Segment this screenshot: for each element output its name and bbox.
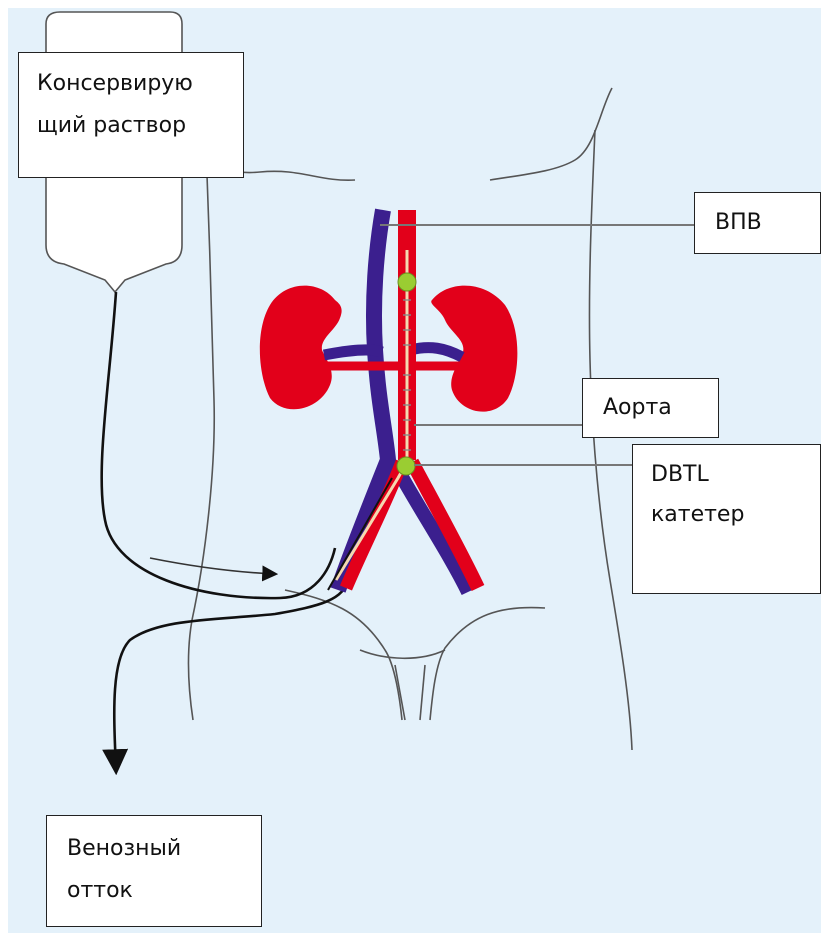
- catheter-label-line1: DBTL: [651, 455, 802, 495]
- solution-label-line1: Консервирую: [37, 63, 225, 105]
- left-renal-vein: [324, 350, 382, 355]
- preservation-solution-label: Консервирую щий раствор: [18, 52, 244, 178]
- solution-label-line2: щий раствор: [37, 105, 225, 147]
- upper-balloon: [398, 273, 416, 291]
- catheter-label: DBTL катетер: [632, 444, 821, 594]
- flow-arrow-icon: [150, 558, 275, 574]
- right-iliac-artery: [412, 462, 478, 588]
- catheter-external-segment: [328, 478, 392, 590]
- ivc-label-text: ВПВ: [715, 210, 762, 235]
- venous-label-line2: отток: [67, 870, 241, 912]
- lower-balloon: [397, 457, 415, 475]
- right-renal-vein: [410, 348, 462, 357]
- venous-label-line1: Венозный: [67, 828, 241, 870]
- catheter-label-line2: катетер: [651, 495, 802, 535]
- aorta-label-text: Аорта: [603, 395, 672, 420]
- ivc-label: ВПВ: [694, 192, 821, 254]
- venous-outflow-tube: [114, 578, 348, 770]
- left-kidney: [260, 286, 342, 410]
- aorta-label: Аорта: [582, 378, 719, 438]
- venous-outflow-label: Венозный отток: [46, 815, 262, 927]
